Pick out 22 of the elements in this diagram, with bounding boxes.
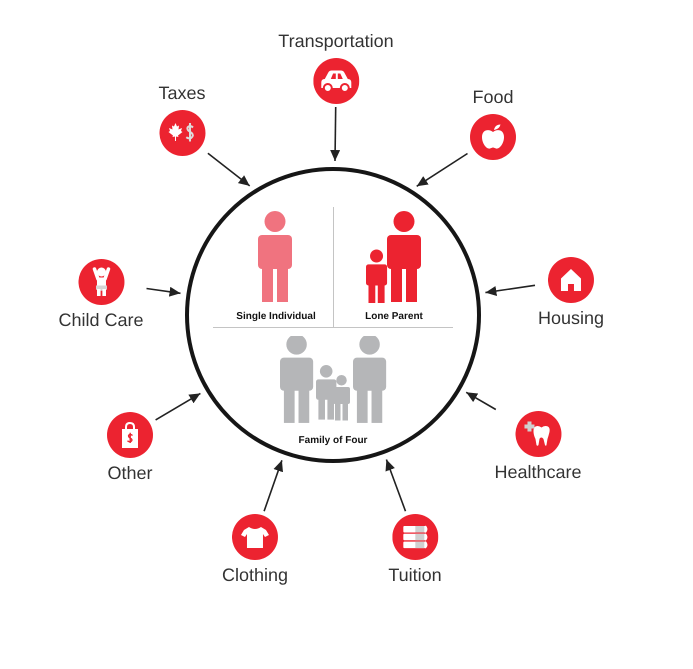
arrow	[207, 152, 250, 187]
arrow	[330, 106, 340, 162]
enclosing-circle	[185, 167, 481, 463]
arrow	[146, 286, 181, 297]
category-label: Taxes	[158, 82, 206, 104]
arrow	[386, 459, 406, 512]
arrow	[485, 284, 536, 296]
category-label: Food	[472, 86, 514, 108]
category-label: Clothing	[222, 564, 288, 586]
arrow	[466, 392, 496, 410]
group-label: Single Individual	[236, 310, 316, 323]
category-label: Tuition	[388, 564, 442, 586]
category-label: Housing	[538, 307, 604, 329]
category-label: Child Care	[58, 309, 144, 331]
category-label: Other	[107, 462, 153, 484]
arrow	[416, 152, 468, 187]
arrow	[155, 392, 201, 421]
group-label: Lone Parent	[365, 310, 423, 323]
group-label: Family of Four	[298, 434, 368, 447]
category-label: Healthcare	[494, 461, 582, 483]
category-label: Transportation	[278, 30, 394, 52]
arrow	[263, 460, 283, 512]
